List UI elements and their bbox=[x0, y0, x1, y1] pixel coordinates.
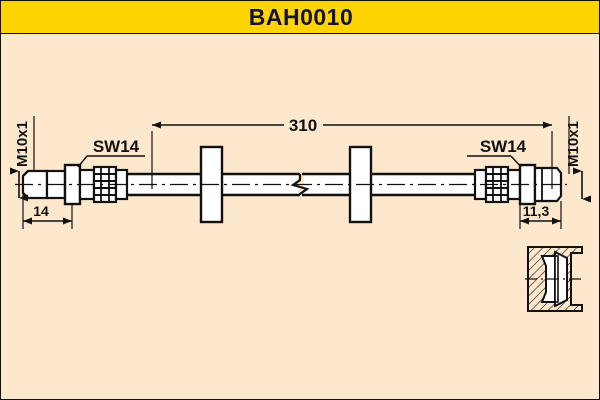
dimension-overall-length: 310 bbox=[151, 116, 553, 189]
overall-length-label: 310 bbox=[289, 116, 317, 135]
dimension-end-right: 11,3 bbox=[519, 201, 562, 229]
thread-callout-right: M10x1 bbox=[565, 116, 591, 203]
end-length-right-label: 11,3 bbox=[523, 203, 550, 219]
crimp-ferrule-left bbox=[92, 165, 118, 204]
main-drawing-svg: 310 14 11,3 M10x1 bbox=[10, 116, 591, 312]
end-length-left-label: 14 bbox=[33, 203, 49, 219]
technical-drawing-canvas: 310 14 11,3 M10x1 bbox=[1, 34, 599, 399]
brake-hose-assembly bbox=[15, 145, 567, 224]
page-title: BAH0010 bbox=[248, 4, 354, 30]
thread-callout-left: M10x1 bbox=[10, 116, 35, 202]
end-fitting-section-detail bbox=[525, 246, 585, 312]
dimension-end-left: 14 bbox=[22, 194, 73, 229]
hex-right-label: SW14 bbox=[480, 137, 527, 156]
title-band bbox=[1, 1, 599, 34]
thread-left-label: M10x1 bbox=[14, 121, 31, 167]
thread-right-label: M10x1 bbox=[565, 121, 582, 167]
hex-callout-left: SW14 bbox=[77, 137, 145, 168]
hex-left-label: SW14 bbox=[93, 137, 140, 156]
hex-callout-right: SW14 bbox=[467, 137, 527, 168]
